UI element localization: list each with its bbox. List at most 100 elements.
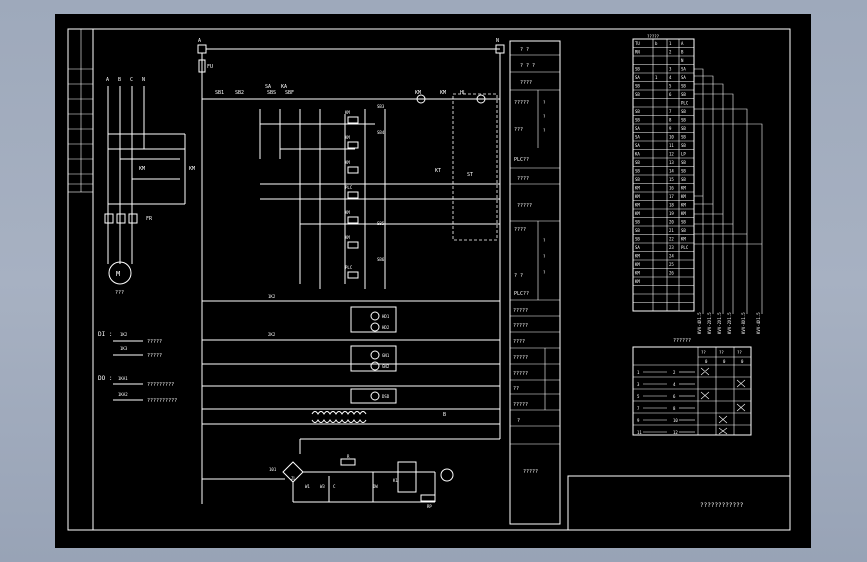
bottom-label: R	[347, 454, 350, 459]
bottom-label: DW	[373, 484, 378, 489]
terminal-cell: SB	[681, 160, 686, 165]
terminal-cell: SB	[635, 220, 640, 225]
terminal-cell: SB	[681, 143, 686, 148]
terminal-cell: 9	[669, 126, 672, 131]
sa-label: SA	[265, 84, 271, 90]
plc-row: ????	[514, 227, 526, 233]
plc-side: ?	[543, 128, 546, 133]
bottom-label: K1	[393, 478, 398, 483]
terminal-cell: SB	[635, 92, 640, 97]
terminal-cell: 24	[669, 254, 674, 259]
sb-label: SB5	[377, 221, 385, 226]
phase-label: C	[130, 77, 133, 83]
terminal-cell: KM	[635, 262, 640, 267]
terminal-cell: 2	[669, 50, 672, 55]
lamp-label: GN2	[382, 364, 390, 369]
switch-row-right: 10	[673, 418, 678, 423]
mid-label: KM	[345, 210, 350, 215]
terminal-cell: 19	[669, 211, 674, 216]
switch-row-left: 3	[637, 382, 640, 387]
terminal-cell: 12	[669, 152, 674, 157]
terminal-cell: TU	[635, 41, 640, 46]
phase-label: N	[142, 77, 145, 83]
conductor-label: KVV-2X1.5	[707, 312, 712, 334]
terminal-cell: 25	[669, 262, 674, 267]
bottom-label: 101	[269, 467, 277, 472]
switch-row-left: 1	[637, 370, 640, 375]
plc-row: ? ?	[520, 47, 529, 53]
title-block-text: ????????????	[700, 502, 744, 509]
terminal-cell: SB	[681, 169, 686, 174]
switch-row-left: 7	[637, 406, 640, 411]
terminal-cell: SA	[635, 135, 640, 140]
switch-sub: 0	[741, 359, 744, 364]
sb-label: SB3	[377, 104, 385, 109]
plc-row: ?????	[514, 100, 529, 106]
terminal-cell: 5	[669, 84, 672, 89]
plc-row: PLC??	[514, 157, 529, 163]
right-row: ?????	[513, 355, 528, 361]
switch-row-left: 9	[637, 418, 640, 423]
terminal-cell: RN	[635, 50, 640, 55]
terminal-cell: KM	[681, 237, 686, 242]
terminal-cell: 15	[669, 177, 674, 182]
terminal-a-label: A	[198, 38, 201, 44]
drawing-canvas[interactable]: A B C N KM KM FR M ???	[55, 14, 811, 548]
conductor-label: KVV-4X1.5	[697, 312, 702, 334]
ka-label: KA	[281, 84, 287, 90]
do-text: ??????????	[147, 398, 177, 404]
plc-side: ?	[543, 114, 546, 119]
plc-side: ?	[543, 254, 546, 259]
terminal-cell: 14	[669, 169, 674, 174]
bottom-label: W3	[320, 484, 325, 489]
terminal-cell: KM	[635, 203, 640, 208]
do-switch: 1KA2	[118, 392, 128, 397]
conductor-label: KVV-2X1.5	[717, 312, 722, 334]
terminal-cell: 10	[669, 135, 674, 140]
mid-label: KM	[345, 110, 350, 115]
switch-head: ??	[737, 350, 742, 355]
terminal-cell: B	[681, 50, 684, 55]
terminal-cell: SA	[681, 75, 686, 80]
terminal-cell: KM	[681, 194, 686, 199]
terminal-cell: SA	[681, 67, 686, 72]
terminal-cell: SB	[635, 169, 640, 174]
mid-label: PLC	[345, 265, 353, 270]
plc-row: ???	[514, 127, 523, 133]
sb1-label: SB1	[215, 90, 224, 96]
terminal-cell: 4	[669, 75, 672, 80]
terminal-cell: PLC	[681, 101, 689, 106]
switch-head: ??	[701, 350, 706, 355]
terminal-cell: SB	[635, 160, 640, 165]
terminal-cell: SB	[681, 135, 686, 140]
terminal-cell: 21	[669, 228, 674, 233]
right-row: ?????	[513, 402, 528, 408]
title-block: ????????????	[567, 475, 791, 531]
terminal-cell: SB	[681, 118, 686, 123]
terminal-cell: N	[681, 58, 684, 63]
terminal-cell: 7	[669, 109, 672, 114]
conductor-label: KVV-8X1.5	[741, 312, 746, 334]
do-text: ?????????	[147, 382, 174, 388]
transformer-label: B	[443, 412, 446, 418]
terminal-cell: 8	[669, 118, 672, 123]
terminal-cell: PLC	[681, 245, 689, 250]
terminal-cell: KM	[635, 254, 640, 259]
left-switch-label: SBS	[267, 90, 276, 96]
switch-sub: 0	[705, 359, 708, 364]
terminal-cell: LP	[681, 152, 686, 157]
do-switch: 1KA1	[118, 376, 128, 381]
motor-power-circuit: A B C N KM KM FR M ???	[104, 77, 195, 296]
terminal-cell: 22	[669, 237, 674, 242]
switch-row-right: 8	[673, 406, 676, 411]
lamp-label: HD2	[382, 325, 390, 330]
di-label: DI :	[98, 331, 112, 338]
plc-row: ? ? ?	[520, 63, 535, 69]
km2-label: KM	[440, 90, 446, 96]
switch-row-right: 6	[673, 394, 676, 399]
plc-row: ????	[520, 80, 532, 86]
sb2-label: SB2	[235, 90, 244, 96]
st-label: ST	[467, 172, 473, 178]
terminal-cell: 3	[669, 67, 672, 72]
